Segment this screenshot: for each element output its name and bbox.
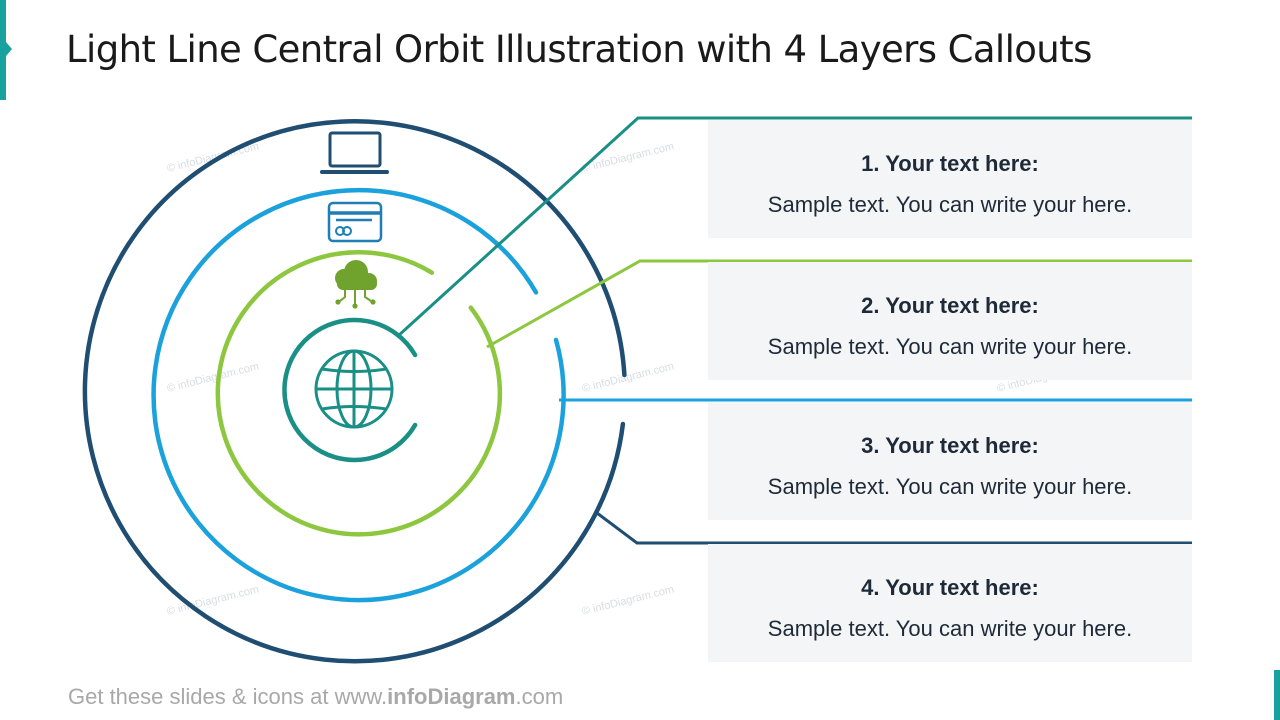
connector-line-4 (596, 511, 1192, 545)
orbit-ring-2 (215, 250, 503, 537)
footer-prefix: Get these slides & icons at www. (68, 684, 388, 709)
credit-card-icon (327, 201, 383, 243)
watermark-text: © infoDiagram.com (166, 583, 260, 617)
laptop-icon (320, 131, 389, 174)
callout-4-text: Sample text. You can write your here. (767, 616, 1133, 641)
connector-line-1 (396, 116, 1192, 338)
callout-2-heading: 2. Your text here: (861, 293, 1039, 318)
callout-1-heading: 1. Your text here: (861, 151, 1039, 176)
left-accent-bar (0, 0, 12, 100)
callout-2-text: Sample text. You can write your here. (767, 334, 1133, 359)
watermark-text: © infoDiagram.com (166, 360, 260, 394)
footer-promo: Get these slides & icons at www.infoDiag… (68, 684, 563, 710)
watermark-text: © infoDiagram.com (581, 583, 675, 617)
slide-title: Light Line Central Orbit Illustration wi… (66, 28, 1092, 71)
orbit-ring-4 (82, 119, 627, 664)
footer-brand[interactable]: infoDiagram (387, 684, 516, 709)
callout-4-heading: 4. Your text here: (861, 575, 1039, 600)
cloud-network-icon (335, 260, 377, 309)
footer-suffix: .com (515, 684, 564, 709)
globe-icon (314, 349, 394, 429)
callout-3-text: Sample text. You can write your here. (767, 474, 1133, 499)
callout-3: 3. Your text here: Sample text. You can … (708, 402, 1192, 520)
right-accent-bar (1274, 670, 1280, 720)
watermark-text: © infoDiagram.com (581, 360, 675, 394)
connector-line-2 (486, 259, 1192, 349)
callout-1: 1. Your text here: Sample text. You can … (708, 120, 1192, 238)
callout-2: 2. Your text here: Sample text. You can … (708, 262, 1192, 380)
callout-4: 4. Your text here: Sample text. You can … (708, 544, 1192, 662)
callout-1-text: Sample text. You can write your here. (767, 192, 1133, 217)
orbit-ring-1 (282, 317, 418, 463)
orbit-ring-3 (151, 187, 566, 603)
callout-3-heading: 3. Your text here: (861, 433, 1039, 458)
